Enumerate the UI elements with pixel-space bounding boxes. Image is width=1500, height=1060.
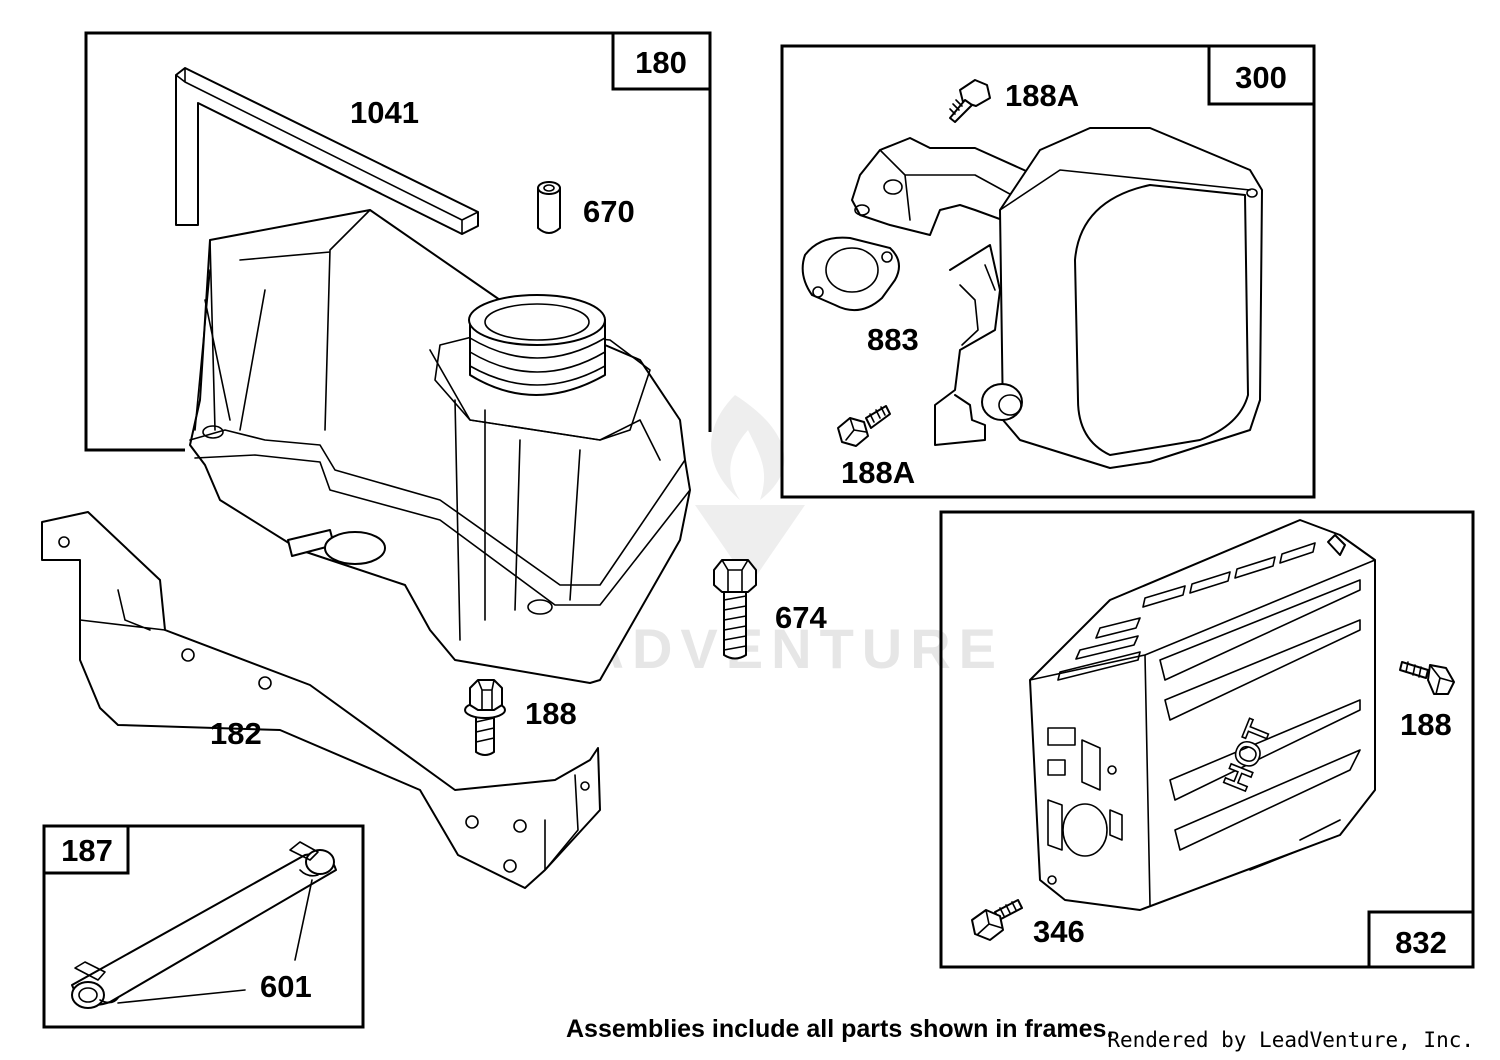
- flame-logo-icon: [711, 395, 785, 500]
- callout-670: 670: [583, 194, 635, 229]
- callout-346: 346: [1033, 914, 1085, 949]
- callout-188a-top: 188A: [1005, 78, 1079, 113]
- callout-188a-bottom: 188A: [841, 455, 915, 490]
- part-188a-screw-bottom: [837, 405, 891, 447]
- callout-883: 883: [867, 322, 919, 357]
- frame-300-number: 300: [1235, 60, 1287, 95]
- callout-674: 674: [775, 600, 827, 635]
- part-fuel-tank: [189, 209, 691, 684]
- part-187-fuel-hose: [71, 841, 337, 1009]
- frame-180-number: 180: [635, 45, 687, 80]
- part-muffler-pipe: [851, 137, 1036, 236]
- frame-180: 180: [84, 31, 712, 452]
- frame-300-tag: [1207, 44, 1316, 106]
- part-674-bolt: [713, 559, 757, 660]
- frame-187-number: 187: [61, 833, 113, 868]
- frame-832-number: 832: [1395, 925, 1447, 960]
- frame-300-border: [780, 44, 1316, 499]
- frame-187-border: [42, 824, 365, 1029]
- frame-832-tag: [1367, 910, 1475, 969]
- part-883-gasket: [801, 236, 900, 312]
- callout-188-right: 188: [1400, 707, 1452, 742]
- frame-187: 187: [42, 824, 365, 1029]
- part-832-heat-shield: HOT: [1029, 519, 1376, 911]
- frame-180-border: [84, 31, 712, 452]
- footer-note: Assemblies include all parts shown in fr…: [566, 1015, 1113, 1043]
- callout-1041: 1041: [350, 95, 419, 130]
- frame-187-tag: [42, 824, 130, 875]
- callout-188-mid: 188: [525, 696, 577, 731]
- footer-credit: Rendered by LeadVenture, Inc.: [1107, 1028, 1474, 1052]
- frame-832: 832: [939, 510, 1475, 969]
- part-188-bolt-mid: [464, 679, 506, 756]
- frame-300: 300: [780, 44, 1316, 499]
- callout-601: 601: [260, 969, 312, 1004]
- frame-832-border: [939, 510, 1475, 969]
- part-1041-rod: [175, 67, 479, 235]
- part-346-screw: [971, 899, 1023, 941]
- frame-180-tag: [611, 31, 712, 91]
- part-670-spacer: [537, 181, 561, 234]
- part-188a-screw-top: [949, 79, 991, 123]
- v-logo-icon: [695, 505, 805, 585]
- part-182-bracket: [41, 511, 601, 889]
- part-muffler: [934, 127, 1263, 469]
- callout-182: 182: [210, 716, 262, 751]
- part-188-screw-right: [1399, 661, 1455, 695]
